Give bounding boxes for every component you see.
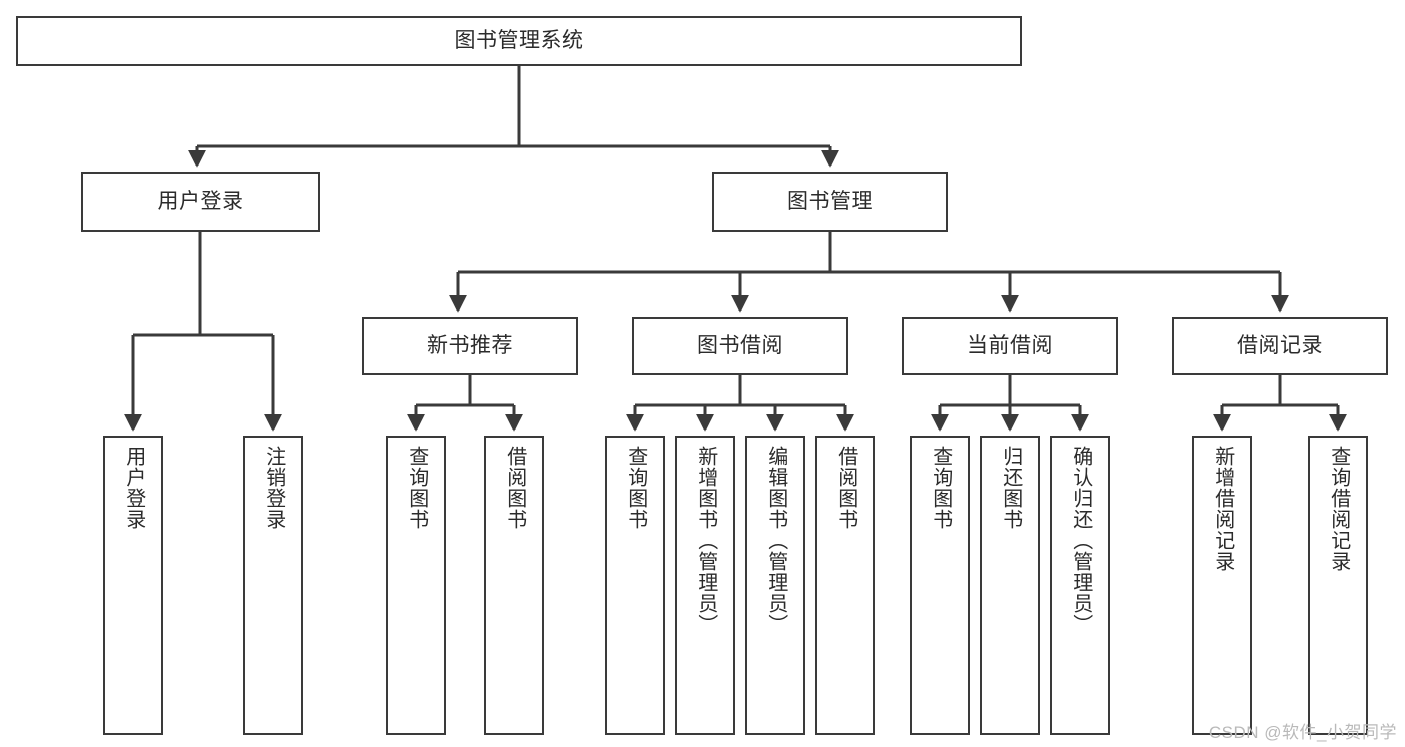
node-label: 查询借阅记录 <box>1327 446 1350 572</box>
node-borrow-records[interactable]: 借阅记录 <box>1172 317 1388 375</box>
node-label: 查询图书 <box>624 446 647 530</box>
node-label: 新增借阅记录 <box>1211 446 1234 572</box>
leaf-logout[interactable]: 注销登录 <box>243 436 303 735</box>
leaf-borrow-edit-book-admin[interactable]: 编辑图书（管理员） <box>745 436 805 735</box>
node-label: 确认归还（管理员） <box>1069 446 1092 635</box>
leaf-current-return-book[interactable]: 归还图书 <box>980 436 1040 735</box>
leaf-query-borrow-record[interactable]: 查询借阅记录 <box>1308 436 1368 735</box>
watermark: CSDN @软件_小贺同学 <box>1208 723 1397 742</box>
leaf-borrow-add-book-admin[interactable]: 新增图书（管理员） <box>675 436 735 735</box>
node-label: 当前借阅 <box>967 334 1053 358</box>
leaf-current-query-book[interactable]: 查询图书 <box>910 436 970 735</box>
node-label: 编辑图书（管理员） <box>764 446 787 635</box>
leaf-borrow-borrow-book[interactable]: 借阅图书 <box>815 436 875 735</box>
leaf-add-borrow-record[interactable]: 新增借阅记录 <box>1192 436 1252 735</box>
node-label: 用户登录 <box>157 190 244 214</box>
node-label: 查询图书 <box>405 446 428 530</box>
leaf-current-confirm-return-admin[interactable]: 确认归还（管理员） <box>1050 436 1110 735</box>
leaf-borrow-query-book[interactable]: 查询图书 <box>605 436 665 735</box>
node-label: 图书借阅 <box>697 334 783 358</box>
node-label: 借阅图书 <box>834 446 857 530</box>
node-user-login[interactable]: 用户登录 <box>81 172 320 232</box>
node-label: 新书推荐 <box>427 334 513 358</box>
node-label: 借阅记录 <box>1237 334 1323 358</box>
leaf-recommend-borrow-book[interactable]: 借阅图书 <box>484 436 544 735</box>
node-label: 新增图书（管理员） <box>694 446 717 635</box>
node-label: 用户登录 <box>122 446 145 530</box>
node-root-system[interactable]: 图书管理系统 <box>16 16 1022 66</box>
node-book-management[interactable]: 图书管理 <box>712 172 948 232</box>
node-label: 查询图书 <box>929 446 952 530</box>
node-label: 图书管理系统 <box>454 29 584 53</box>
node-book-borrow[interactable]: 图书借阅 <box>632 317 848 375</box>
leaf-user-login[interactable]: 用户登录 <box>103 436 163 735</box>
node-label: 注销登录 <box>262 446 285 530</box>
node-label: 图书管理 <box>787 190 873 214</box>
node-label: 归还图书 <box>999 446 1022 530</box>
node-new-book-recommend[interactable]: 新书推荐 <box>362 317 578 375</box>
node-current-borrow[interactable]: 当前借阅 <box>902 317 1118 375</box>
node-label: 借阅图书 <box>503 446 526 530</box>
leaf-recommend-query-book[interactable]: 查询图书 <box>386 436 446 735</box>
